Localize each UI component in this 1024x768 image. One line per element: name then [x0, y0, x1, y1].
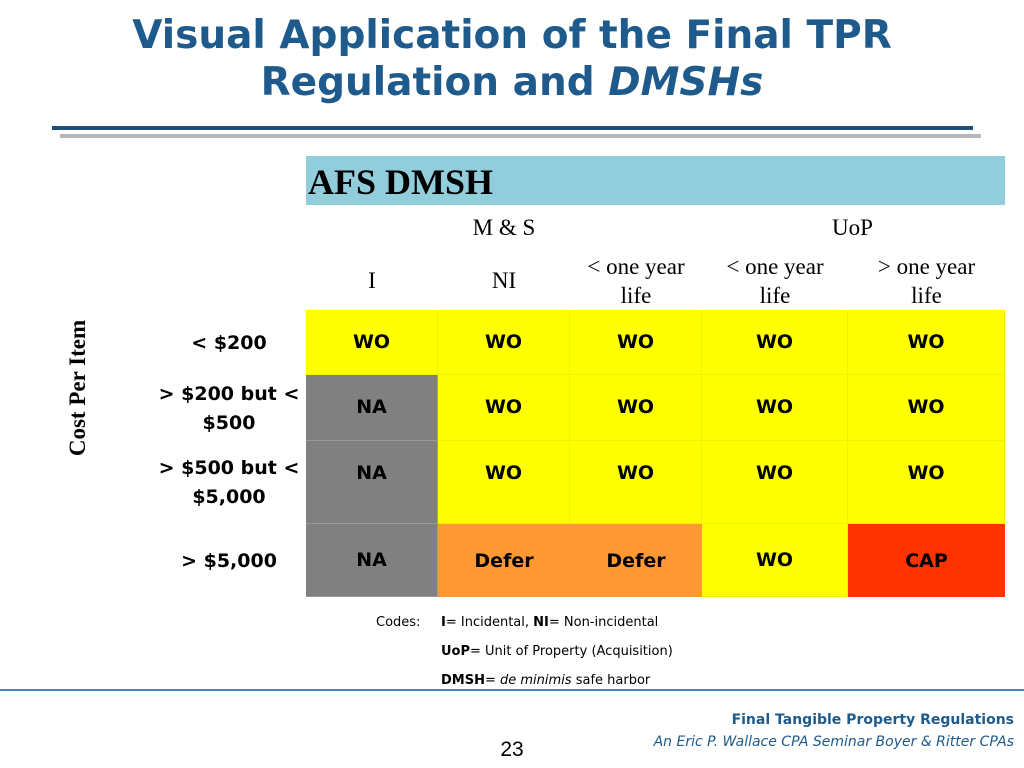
- code-key-i: I: [441, 615, 446, 630]
- footer-title: Final Tangible Property Regulations: [731, 712, 1014, 728]
- code-text-italic: de minimis: [500, 673, 572, 688]
- column-header-i: I: [368, 268, 376, 293]
- title-rule-light: [60, 134, 981, 138]
- column-header-line: life: [911, 283, 942, 308]
- codes-line-1: I= Incidental, NI= Non-incidental: [441, 615, 658, 630]
- group-header-ms: M & S: [472, 215, 536, 240]
- codes-label: Codes:: [376, 615, 421, 630]
- page-number: 23: [500, 738, 524, 761]
- code-text-i: = Incidental,: [445, 615, 534, 630]
- column-header-uop-long: > one year life: [848, 252, 1005, 310]
- column-header-uop-short: < one year life: [702, 252, 848, 310]
- code-text-eq: =: [484, 673, 501, 688]
- row-label-over-5000: > $5,000: [181, 550, 277, 572]
- row-label-under-200: < $200: [191, 332, 267, 354]
- footer-subtitle: An Eric P. Wallace CPA Seminar Boyer & R…: [653, 734, 1014, 750]
- code-text-dmsh: safe harbor: [571, 673, 651, 688]
- codes-line-3: DMSH= de minimis safe harbor: [441, 673, 650, 688]
- table-cell: WO: [848, 310, 1005, 375]
- table-cell: WO: [570, 375, 702, 441]
- table-header-text: AFS DMSH: [308, 162, 494, 202]
- column-header-line: < one year: [726, 254, 824, 279]
- row-label-500-5000: > $500 but < $5,000: [152, 454, 306, 512]
- table-cell: Defer: [570, 524, 702, 597]
- table-cell: WO: [702, 310, 848, 375]
- column-header-line: life: [620, 283, 652, 308]
- code-key-ni: NI: [533, 615, 549, 630]
- codes-line-2: UoP= Unit of Property (Acquisition): [441, 644, 673, 659]
- group-header-uop: UoP: [832, 215, 873, 240]
- table-cell: NA: [306, 524, 438, 597]
- code-text-uop: = Unit of Property (Acquisition): [470, 644, 673, 659]
- title-rule-dark: [52, 126, 973, 130]
- row-label-line: $5,000: [192, 486, 266, 508]
- table-cell: WO: [438, 375, 570, 441]
- code-key-uop: UoP: [441, 644, 471, 659]
- code-text-ni: = Non-incidental: [548, 615, 659, 630]
- title-line-2: Regulation and DMSHs: [0, 59, 1024, 106]
- table-cell: Defer: [438, 524, 570, 597]
- column-header-line: < one year: [587, 254, 685, 279]
- slide-title: Visual Application of the Final TPR Regu…: [0, 12, 1024, 106]
- table-cell: WO: [848, 375, 1005, 441]
- column-header-ms-life: < one year life: [570, 252, 702, 310]
- code-key-dmsh: DMSH: [441, 673, 485, 688]
- table-cell: WO: [438, 441, 570, 524]
- table-cell: WO: [702, 524, 848, 597]
- row-label-line: > $500 but <: [158, 457, 300, 479]
- row-label-line: > $200 but <: [158, 383, 300, 405]
- title-line-1: Visual Application of the Final TPR: [132, 13, 892, 58]
- cost-per-item-label: Cost Per Item: [65, 319, 90, 457]
- table-cell: WO: [438, 310, 570, 375]
- column-header-ni: NI: [491, 268, 517, 293]
- table-cell: WO: [702, 375, 848, 441]
- table-cell: NA: [306, 375, 438, 441]
- table-cell: WO: [848, 441, 1005, 524]
- table-cell: WO: [702, 441, 848, 524]
- title-line-2-italic: DMSHs: [608, 60, 764, 105]
- table-cell: NA: [306, 441, 438, 524]
- table-cell: WO: [570, 310, 702, 375]
- footer-divider: [0, 689, 1024, 691]
- row-label-200-500: > $200 but < $500: [152, 380, 306, 438]
- table-header-bar: AFS DMSH: [306, 156, 1005, 205]
- row-label-line: $500: [202, 412, 256, 434]
- title-line-2-text: Regulation and: [260, 60, 609, 105]
- table-cell: WO: [570, 441, 702, 524]
- column-header-line: life: [759, 283, 791, 308]
- table-cell: WO: [306, 310, 438, 375]
- column-header-line: > one year: [877, 254, 976, 279]
- table-cell: CAP: [848, 524, 1005, 597]
